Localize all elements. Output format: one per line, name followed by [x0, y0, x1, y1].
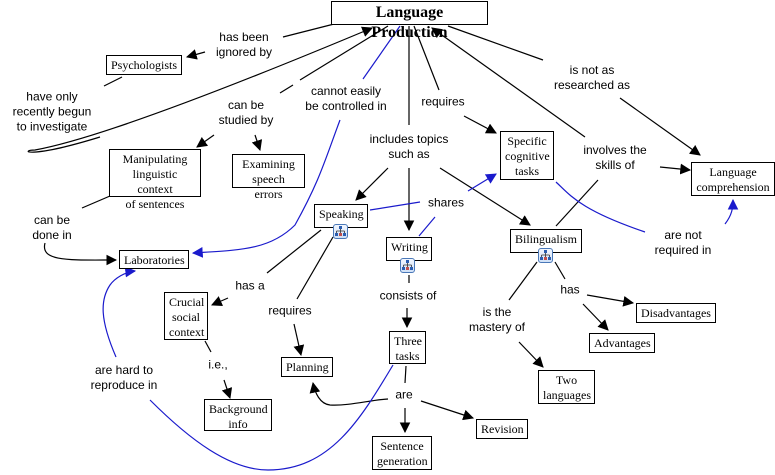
link-ignored-psych[interactable]	[185, 49, 206, 60]
link-are-plan[interactable]	[309, 381, 389, 406]
link-biling-mastery[interactable]	[508, 261, 538, 301]
linking-phrase-have-only-recently-begun[interactable]: have only recently begun to investigate	[12, 89, 92, 134]
concept-specific-cognitive-tasks[interactable]: Specific cognitive tasks	[500, 131, 554, 180]
crosslink-controlled-labs[interactable]	[191, 119, 341, 258]
link-biling-has[interactable]	[554, 261, 566, 280]
concept-language-production[interactable]: Language Production	[331, 1, 488, 41]
concept-advantages[interactable]: Advantages	[589, 333, 655, 353]
concept-crucial-social-context[interactable]: Crucial social context	[164, 292, 208, 340]
link-includes-biling[interactable]	[439, 167, 531, 226]
concept-revision[interactable]: Revision	[476, 419, 528, 439]
concept-disadvantages[interactable]: Disadvantages	[636, 303, 716, 323]
submap-hierarchy-icon-speaking[interactable]	[333, 224, 348, 239]
link-three-are[interactable]	[404, 365, 407, 384]
crosslink-write-shares[interactable]	[418, 216, 436, 237]
linking-phrase-are-not-required-in[interactable]: are not required in	[654, 228, 712, 257]
concept-manipulating-linguistic-context[interactable]: Manipulating linguistic context of sente…	[109, 149, 201, 211]
concept-planning[interactable]: Planning	[281, 357, 333, 377]
concept-sentence-generation[interactable]: Sentence generation	[372, 436, 432, 470]
link-studied-manip[interactable]	[196, 134, 215, 148]
linking-phrase-has[interactable]: has	[560, 282, 580, 297]
linking-phrase-involves-the-skills-of[interactable]: involves the skills of	[583, 143, 647, 172]
crosslink-lp-controlled[interactable]	[362, 25, 401, 80]
link-studied-exam[interactable]	[251, 134, 263, 152]
concept-psychologists[interactable]: Psychologists	[106, 55, 182, 75]
link-recent-lp[interactable]	[27, 26, 373, 153]
link-notres-lcomp[interactable]	[619, 97, 701, 156]
link-mastery-two[interactable]	[518, 341, 544, 368]
crosslink-spec-notreq[interactable]	[555, 181, 646, 233]
link-skills-lp[interactable]	[431, 27, 586, 138]
concept-language-comprehension[interactable]: Language comprehension	[691, 162, 775, 196]
concept-two-languages[interactable]: Two languages	[538, 370, 595, 404]
link-lp-studied[interactable]	[299, 25, 389, 81]
link-lp-requires[interactable]	[413, 25, 440, 91]
concept-examining-speech-errors[interactable]: Examining speech errors	[232, 154, 305, 201]
crosslink-notreq-lcomp[interactable]	[724, 198, 739, 225]
link-speak-requires[interactable]	[296, 236, 334, 300]
linking-phrase-has-a[interactable]: has a	[235, 278, 265, 293]
link-has-disadv[interactable]	[586, 294, 635, 307]
linking-phrase-requires-2[interactable]: requires	[268, 303, 312, 318]
link-are-rev[interactable]	[420, 400, 475, 421]
linking-phrase-includes-topics-such-as[interactable]: includes topics such as	[369, 132, 449, 161]
concept-laboratories[interactable]: Laboratories	[119, 250, 189, 269]
link-crucial-ie[interactable]	[204, 340, 212, 353]
link-requires-spec[interactable]	[463, 115, 497, 134]
concept-writing[interactable]: Writing	[386, 237, 432, 261]
linking-phrase-is-the-mastery-of[interactable]: is the mastery of	[468, 305, 526, 334]
submap-hierarchy-icon-bilingualism[interactable]	[538, 248, 553, 263]
link-ie-bg[interactable]	[221, 379, 233, 400]
link-includes-speak[interactable]	[355, 167, 389, 201]
concept-speaking[interactable]: Speaking	[314, 204, 368, 228]
concept-background-info[interactable]: Background info	[204, 399, 272, 431]
linking-phrase-can-be-studied-by[interactable]: can be studied by	[218, 98, 274, 127]
linking-phrase-consists-of[interactable]: consists of	[379, 288, 437, 303]
linking-phrase-has-been-ignored-by[interactable]: has been ignored by	[215, 30, 273, 59]
crosslink-hard-labs[interactable]	[102, 266, 137, 358]
linking-phrase-cannot-easily-be-controlled-in[interactable]: cannot easily be controlled in	[305, 84, 387, 113]
link-hasa-crucial[interactable]	[211, 296, 229, 307]
crosslink-shares-spec[interactable]	[467, 173, 497, 192]
crosslink-three-hard[interactable]	[149, 364, 394, 471]
link-skills-lcomp[interactable]	[659, 163, 692, 175]
concept-bilingualism[interactable]: Bilingualism	[510, 229, 582, 253]
linking-phrase-are-hard-to-reproduce-in[interactable]: are hard to reproduce in	[90, 363, 158, 392]
link-lp-notres[interactable]	[447, 25, 544, 61]
link-requires-plan[interactable]	[293, 323, 305, 357]
linking-phrase-shares[interactable]: shares	[427, 195, 465, 210]
link-studied-sep[interactable]	[279, 84, 294, 94]
link-psych-recent[interactable]	[103, 76, 123, 87]
linking-phrase-can-be-done-in[interactable]: can be done in	[32, 213, 72, 242]
linking-phrase-requires-1[interactable]: requires	[421, 94, 465, 109]
link-speak-hasa[interactable]	[266, 229, 322, 274]
link-biling-skills[interactable]	[555, 179, 599, 227]
concept-three-tasks[interactable]: Three tasks	[389, 331, 426, 364]
link-manip-done[interactable]	[81, 195, 111, 209]
linking-phrase-is-not-as-researched-as[interactable]: is not as researched as	[553, 63, 631, 92]
linking-phrase-are[interactable]: are	[395, 387, 413, 402]
link-has-adv[interactable]	[582, 303, 609, 331]
link-done-labs[interactable]	[43, 242, 118, 266]
linking-phrase-ie[interactable]: i.e.,	[208, 357, 228, 372]
submap-hierarchy-icon-writing[interactable]	[400, 258, 415, 273]
crosslink-speak-shares[interactable]	[369, 201, 421, 211]
